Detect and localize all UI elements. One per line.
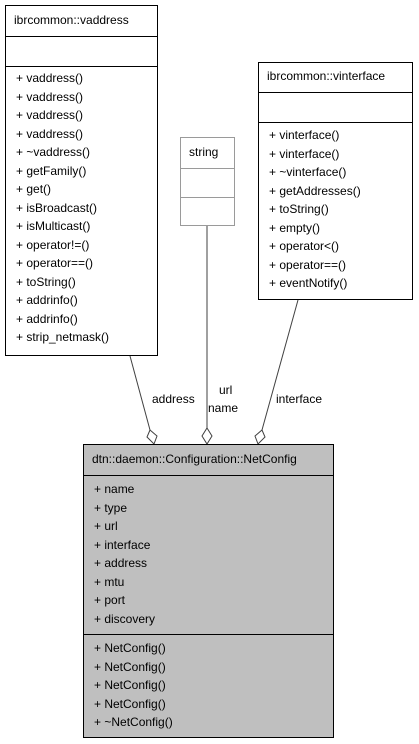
class-name-netconfig: dtn::daemon::Configuration::NetConfig (92, 452, 297, 466)
class-box-string: string (180, 137, 235, 226)
aggregation-diamond-string (201, 427, 213, 445)
method-row: + addrinfo() (16, 293, 78, 307)
class-box-netconfig: dtn::daemon::Configuration::NetConfig + … (83, 444, 334, 738)
attribute-row: + port (94, 593, 126, 607)
attributes-section-vinterface (259, 92, 412, 122)
edge-address (129, 355, 151, 431)
methods-section-vaddress: + vaddress() + vaddress() + vaddress() +… (6, 66, 157, 347)
attribute-row: + url (94, 519, 118, 533)
methods-section-string (181, 197, 234, 225)
method-row: + isBroadcast() (16, 200, 98, 215)
class-name-vinterface: ibrcommon::vinterface (267, 69, 386, 83)
method-row: + vaddress() (16, 71, 84, 85)
aggregation-diamond-address (146, 429, 158, 445)
attribute-row: + name (94, 482, 135, 496)
method-row: + vaddress() (16, 126, 84, 141)
method-row: + getAddresses() (269, 183, 361, 198)
method-row: + NetConfig() (94, 641, 166, 655)
attribute-row: + interface (94, 537, 151, 552)
method-row: + toString() (16, 274, 76, 289)
relation-label-address: address (152, 392, 195, 406)
method-row: + eventNotify() (269, 276, 348, 290)
attribute-row: + type (94, 500, 128, 515)
method-row: + addrinfo() (16, 311, 78, 326)
method-row: + NetConfig() (94, 696, 166, 711)
class-name-vaddress: ibrcommon::vaddress (14, 13, 129, 27)
method-row: + ~vaddress() (16, 145, 91, 159)
attribute-row: + mtu (94, 574, 125, 589)
edge-interface (261, 299, 299, 431)
class-box-vaddress: ibrcommon::vaddress + vaddress() + vaddr… (5, 5, 158, 356)
attribute-row: + discovery (94, 611, 156, 626)
method-row: + NetConfig() (94, 678, 166, 692)
method-row: + operator==() (16, 256, 94, 270)
method-row: + getFamily() (16, 163, 87, 178)
relation-label-name: name (208, 401, 239, 415)
class-box-vinterface: ibrcommon::vinterface + vinterface() + v… (258, 62, 413, 300)
methods-section-vinterface: + vinterface() + vinterface() + ~vinterf… (259, 122, 412, 293)
method-row: + ~vinterface() (269, 165, 347, 179)
aggregation-diamond-interface (254, 429, 266, 445)
attribute-row: + address (94, 556, 148, 570)
method-row: + toString() (269, 202, 329, 216)
attributes-section-netconfig: + name + type + url + interface + addres… (84, 475, 333, 634)
method-row: + get() (16, 182, 52, 196)
relation-label-interface: interface (276, 392, 323, 406)
method-row: + operator!=() (16, 237, 90, 252)
attributes-section-vaddress (6, 36, 157, 66)
method-row: + empty() (269, 220, 321, 235)
method-row: + operator<() (269, 239, 340, 253)
method-row: + strip_netmask() (16, 330, 110, 344)
method-row: + vaddress() (16, 89, 84, 104)
method-row: + isMulticast() (16, 219, 91, 233)
method-row: + vinterface() (269, 128, 340, 142)
method-row: + vinterface() (269, 146, 340, 161)
attributes-section-string (181, 168, 234, 197)
relation-label-url: url (219, 383, 233, 397)
method-row: + operator==() (269, 257, 347, 272)
methods-section-netconfig: + NetConfig() + NetConfig() + NetConfig(… (84, 634, 333, 732)
class-name-string: string (189, 145, 219, 159)
method-row: + vaddress() (16, 108, 84, 122)
method-row: + NetConfig() (94, 659, 166, 674)
method-row: + ~NetConfig() (94, 715, 173, 729)
